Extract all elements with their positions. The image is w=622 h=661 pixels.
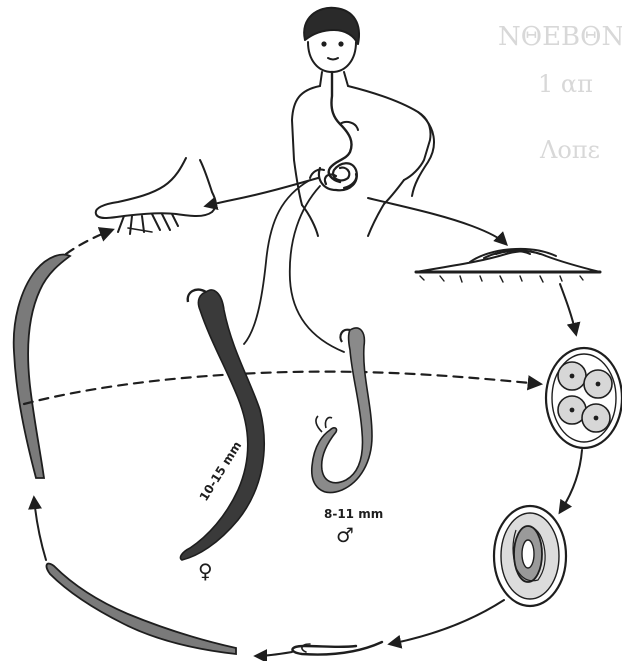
arrow-to-bottom-left [256, 652, 292, 656]
arrow-up-left [34, 498, 46, 560]
larvated-egg-icon [494, 506, 566, 606]
male-length-label: 8-11 mm [324, 507, 383, 521]
male-worm-icon [312, 328, 372, 493]
human-figure-icon [292, 8, 434, 236]
larva-left-icon [14, 255, 70, 478]
line-intestine-to-female [244, 180, 310, 344]
foot-icon [96, 158, 216, 234]
dashed-migration-arrow [24, 372, 540, 404]
arrow-feces-to-egg [560, 284, 576, 334]
bleed-text-3: Λοπε [539, 136, 600, 164]
egg-cell-icon [546, 348, 622, 448]
line-intestine-to-male [290, 186, 344, 352]
feces-mound-icon [416, 249, 600, 282]
arrow-to-feces [368, 198, 506, 244]
arrow-larvated-egg-to-larva [390, 600, 504, 644]
bleed-through-text: ΝΘΕΒΘΝ 1 απ Λοπε [498, 22, 622, 164]
bleed-text-1: ΝΘΕΒΘΝ [498, 22, 622, 52]
arrow-egg-to-larvated-egg [560, 450, 582, 512]
male-symbol: ♂ [336, 523, 354, 547]
larva-icon [292, 642, 382, 655]
bleed-text-2: 1 απ [538, 70, 593, 98]
female-symbol: ♀ [198, 559, 213, 583]
dashed-arrow-to-foot [66, 230, 112, 254]
